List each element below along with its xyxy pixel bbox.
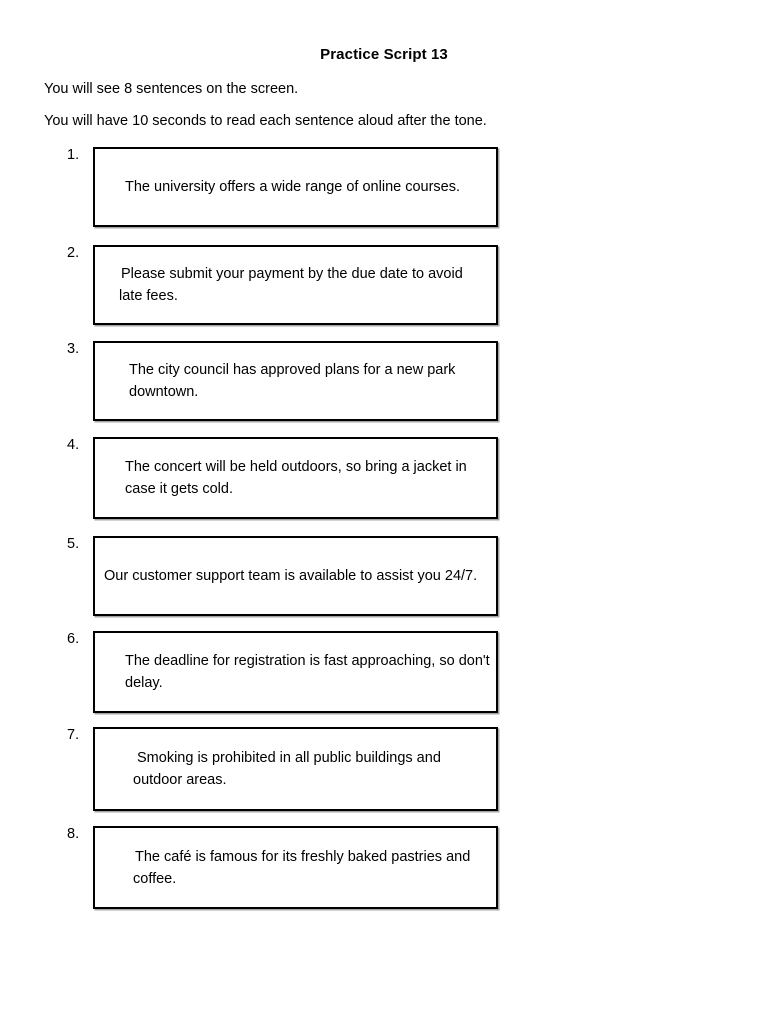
sentence-text: Our customer support team is available t… (104, 568, 478, 584)
sentence-box: The café is famous for its freshly baked… (93, 826, 498, 909)
sentence-box: The concert will be held outdoors, so br… (93, 437, 498, 519)
sentence-box: The university offers a wide range of on… (93, 147, 498, 227)
intro-line-1: You will see 8 sentences on the screen. (44, 81, 299, 97)
sentence-box: Please submit your payment by the due da… (93, 245, 498, 325)
sentence-text: The deadline for registration is fast ap… (125, 653, 490, 691)
item-number: 6. (67, 631, 80, 647)
item-number: 7. (67, 727, 80, 743)
item-number: 3. (67, 341, 80, 357)
sentence-text: The café is famous for its freshly baked… (133, 848, 471, 887)
item-number: 5. (67, 536, 80, 552)
item-number: 2. (67, 245, 80, 261)
sentence-text: Please submit your payment by the due da… (119, 266, 463, 304)
sentence-box: Our customer support team is available t… (93, 536, 498, 616)
item-number: 4. (67, 437, 80, 453)
item-number: 8. (67, 826, 80, 842)
sentence-text: The university offers a wide range of on… (125, 179, 461, 195)
sentence-text: The city council has approved plans for … (129, 362, 456, 400)
sentence-box: The deadline for registration is fast ap… (93, 631, 498, 713)
page-title: Practice Script 13 (320, 46, 448, 63)
item-number: 1. (67, 147, 80, 163)
sentence-text: The concert will be held outdoors, so br… (125, 459, 467, 497)
sentence-text: Smoking is prohibited in all public buil… (133, 750, 441, 788)
sentence-box: Smoking is prohibited in all public buil… (93, 727, 498, 811)
intro-line-2: You will have 10 seconds to read each se… (44, 113, 487, 129)
sentence-box: The city council has approved plans for … (93, 341, 498, 421)
